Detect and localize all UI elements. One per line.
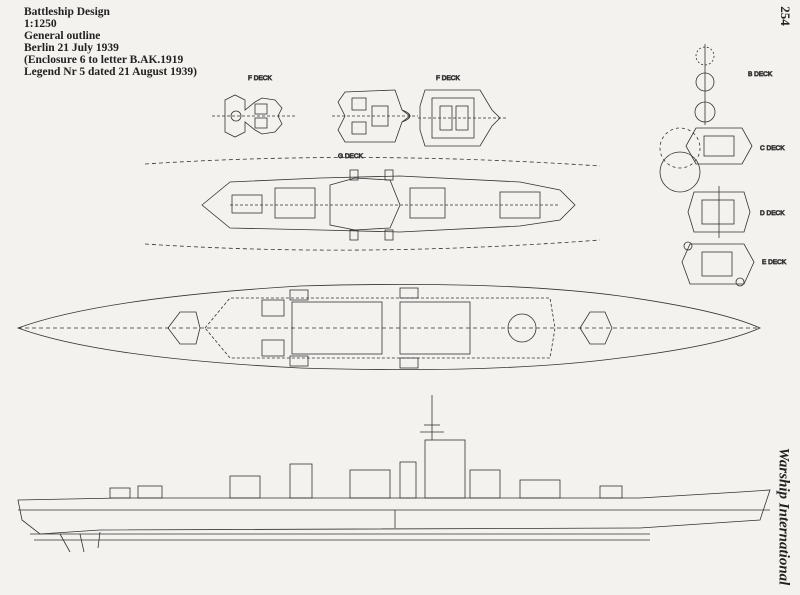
b-deck-label: B DECK [748, 71, 773, 78]
caption-scale: 1:1250 [24, 18, 57, 30]
side-elevation [17, 395, 771, 553]
caption-enclosure: (Enclosure 6 to letter B.AK.1919 [24, 54, 184, 66]
caption-subtitle: General outline [24, 30, 101, 42]
f-deck-left-drawing [212, 94, 296, 138]
f-deck-right-drawing [418, 89, 506, 147]
f-deck-left-label: F DECK [248, 75, 273, 82]
f-deck-middle-drawing [332, 89, 418, 143]
b-deck-drawing [694, 44, 716, 125]
d-deck-drawing [687, 186, 751, 238]
d-deck-label: D DECK [760, 210, 785, 217]
caption-legend: Legend Nr 5 dated 21 August 1939) [24, 66, 197, 78]
e-deck-label: E DECK [762, 259, 787, 266]
caption-title: Battleship Design [24, 6, 110, 18]
main-deck-plan [16, 283, 761, 371]
g-deck-label: G DECK [338, 153, 364, 160]
e-deck-drawing [681, 241, 755, 287]
f-deck-right-label: F DECK [436, 75, 461, 82]
c-deck-label: C DECK [760, 145, 785, 152]
caption-date: Berlin 21 July 1939 [24, 42, 119, 54]
c-deck-drawing [659, 127, 753, 193]
g-deck-plan [144, 157, 601, 251]
drawing-caption: Battleship Design 1:1250 General outline… [24, 6, 197, 78]
